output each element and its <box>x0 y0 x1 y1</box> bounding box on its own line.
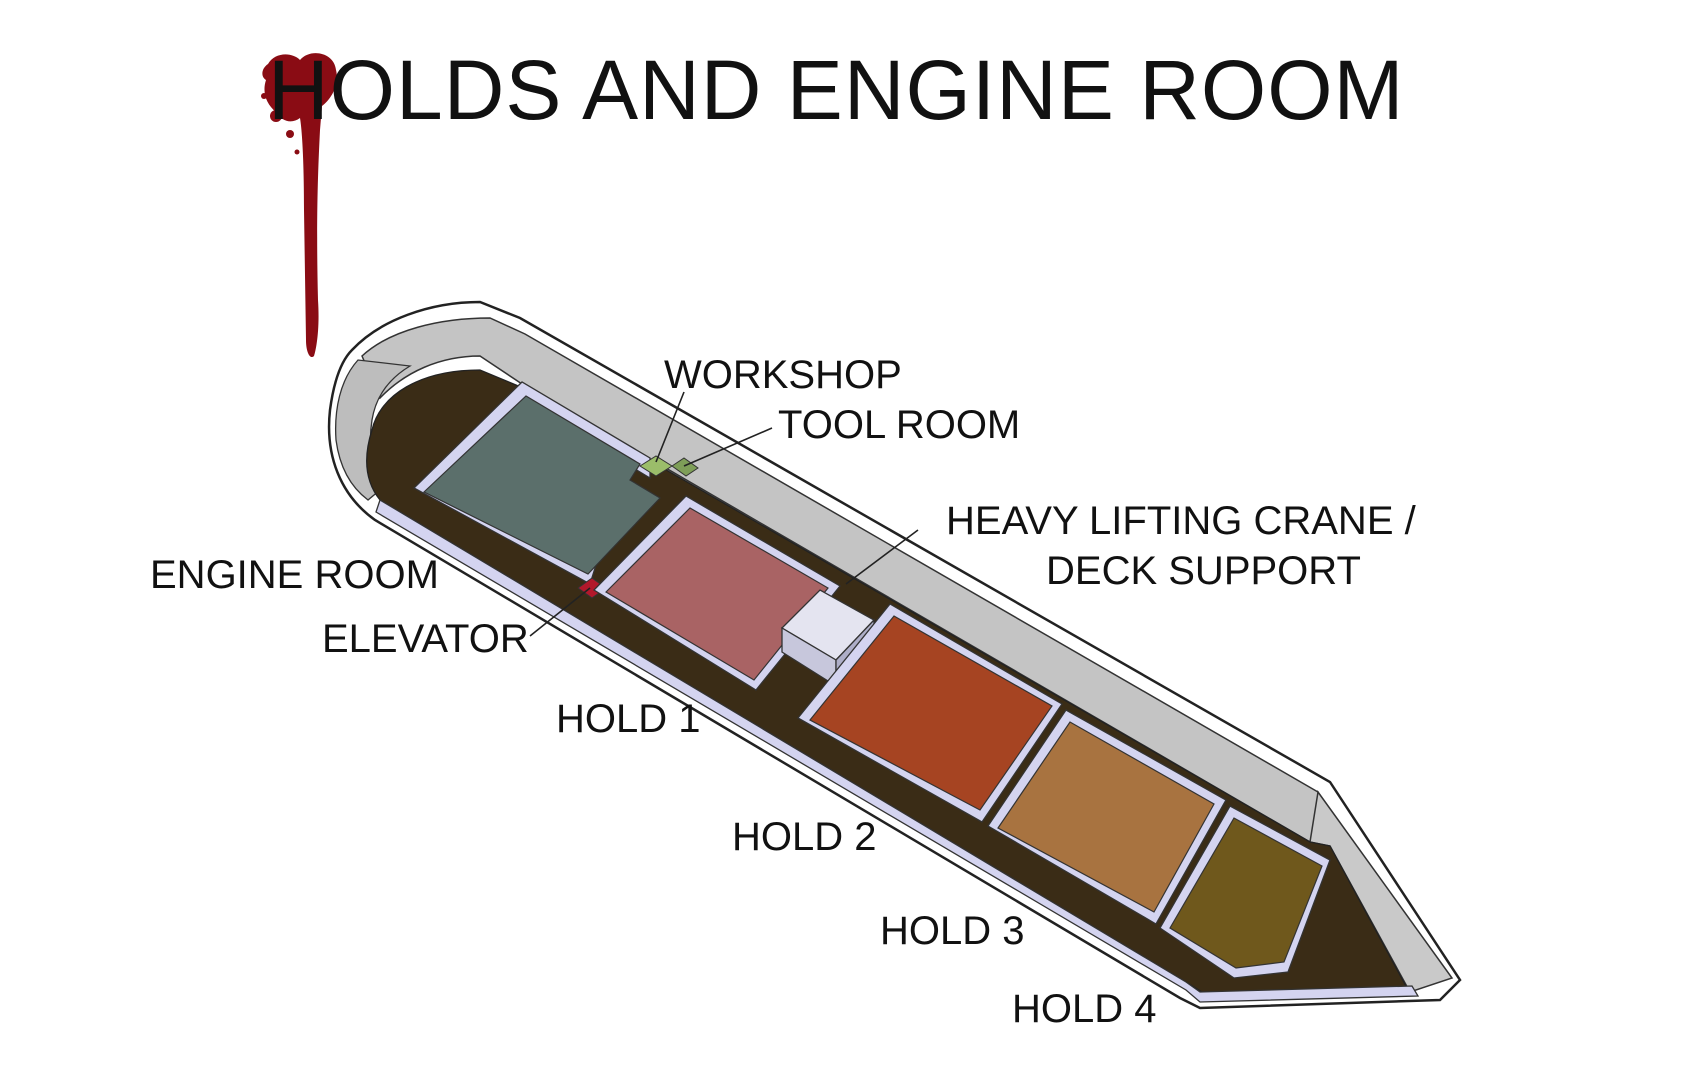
label-hold-4: HOLD 4 <box>1012 987 1157 1031</box>
engine-room-floor <box>422 395 661 575</box>
hold-4-floor <box>1169 817 1323 969</box>
hold-4 <box>1159 805 1331 979</box>
label-hold-3: HOLD 3 <box>880 909 1025 953</box>
label-engine-room: ENGINE ROOM <box>150 553 439 597</box>
hold-2-floor <box>809 615 1053 811</box>
label-hold-1: HOLD 1 <box>556 697 701 741</box>
hull-lower-rail <box>375 499 1420 1003</box>
leader-tool-room <box>683 427 773 467</box>
hold-3 <box>987 709 1227 925</box>
blood-drip-logo <box>261 53 337 358</box>
stern-wall <box>334 359 412 501</box>
label-crane-line1: HEAVY LIFTING CRANE / <box>946 499 1417 543</box>
label-elevator: ELEVATOR <box>322 617 529 661</box>
hold-1-floor <box>605 507 829 681</box>
leader-lines <box>529 391 919 637</box>
labels: WORKSHOP TOOL ROOM HEAVY LIFTING CRANE /… <box>150 353 1417 1031</box>
label-hold-2: HOLD 2 <box>732 815 877 859</box>
blood-drop-1 <box>270 110 282 122</box>
blood-drop-3 <box>261 93 267 99</box>
hold-3-floor <box>997 721 1215 913</box>
label-tool-room: TOOL ROOM <box>778 403 1020 447</box>
leader-workshop <box>655 391 685 463</box>
blood-drop-2 <box>286 130 294 138</box>
workshop-area <box>639 455 699 477</box>
blood-splatter <box>262 53 337 358</box>
blood-drop-4 <box>294 149 300 155</box>
hold-1 <box>592 495 841 691</box>
leader-crane <box>845 529 919 585</box>
label-crane-line2: DECK SUPPORT <box>1046 549 1361 593</box>
engine-room <box>412 381 661 585</box>
leader-elevator <box>529 587 591 637</box>
page-title: HOLDS AND ENGINE ROOM <box>268 43 1405 137</box>
hold-2 <box>797 603 1063 823</box>
tool-room-box <box>671 457 699 477</box>
label-workshop: WORKSHOP <box>664 353 902 397</box>
